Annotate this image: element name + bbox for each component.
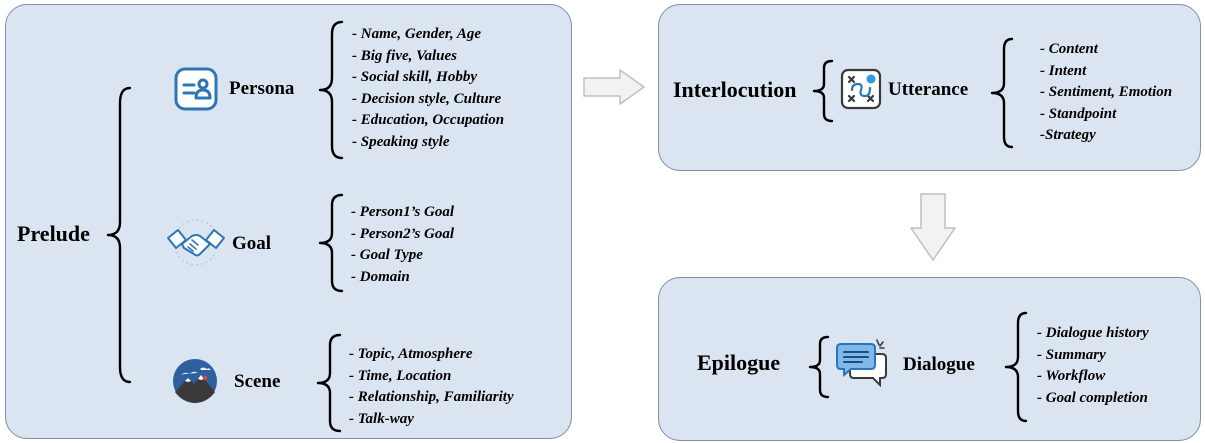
dialogue-attributes: - Dialogue history - Summary - Workflow … [1037,323,1149,409]
interlocution-brace [812,59,834,123]
handshake-icon [166,218,226,273]
mountain-scene-icon [172,358,218,409]
scene-attr: - Topic, Atmosphere [349,346,473,362]
epilogue-title: Epilogue [697,350,781,375]
utterance-attr: - Standpoint [1040,105,1117,122]
utterance-attributes: - Content - Intent - Sentiment, Emotion … [1040,39,1172,147]
utterance-attr: -Strategy [1040,127,1096,143]
prelude-panel [5,4,572,439]
persona-card-icon [174,67,218,116]
scene-attr: - Talk-way [349,410,414,427]
arrow-down-icon [910,193,956,261]
goal-attr: - Domain [351,268,410,285]
persona-attr: - Speaking style [352,133,450,150]
persona-attr: - Big five, Values [352,47,457,64]
path-map-icon [840,68,882,115]
scene-attributes: - Topic, Atmosphere - Time, Location - R… [349,344,514,430]
dialogue-brace [1004,311,1028,423]
persona-attr: - Education, Occupation [352,112,505,129]
goal-attr: - Goal Type [351,247,423,263]
epilogue-brace [808,335,830,399]
dialogue-attr: - Summary [1037,346,1106,363]
utterance-attr: - Content [1040,41,1098,57]
persona-attributes: - Name, Gender, Age - Big five, Values -… [352,24,504,154]
chat-bubbles-icon [836,338,888,393]
goal-brace [318,193,344,293]
dialogue-attr: - Dialogue history [1037,325,1149,341]
dialogue-label: Dialogue [903,354,975,375]
dialogue-attr: - Goal completion [1037,389,1148,406]
goal-attr: - Person2’s Goal [351,225,455,242]
utterance-brace [990,37,1014,149]
interlocution-title: Interlocution [673,77,797,102]
goal-attr: - Person1’s Goal [351,204,455,220]
persona-attr: - Decision style, Culture [352,90,502,107]
utterance-attr: - Intent [1040,62,1087,79]
scene-label: Scene [234,371,281,392]
persona-attr: - Social skill, Hobby [352,69,477,86]
scene-brace [316,333,342,433]
persona-brace [318,20,344,160]
goal-label: Goal [232,233,272,254]
scene-attr: - Relationship, Familiarity [349,389,514,405]
prelude-brace [106,86,132,384]
utterance-label: Utterance [888,79,969,100]
persona-label: Persona [229,78,295,99]
scene-attr: - Time, Location [349,367,452,384]
goal-attributes: - Person1’s Goal - Person2’s Goal - Goal… [351,202,454,288]
dialogue-attr: - Workflow [1037,368,1106,384]
prelude-title: Prelude [17,221,90,246]
interlocution-panel [658,4,1201,171]
epilogue-panel [658,277,1201,441]
persona-attr: - Name, Gender, Age [352,26,482,42]
utterance-attr: - Sentiment, Emotion [1040,84,1173,100]
arrow-right-icon [583,69,645,105]
